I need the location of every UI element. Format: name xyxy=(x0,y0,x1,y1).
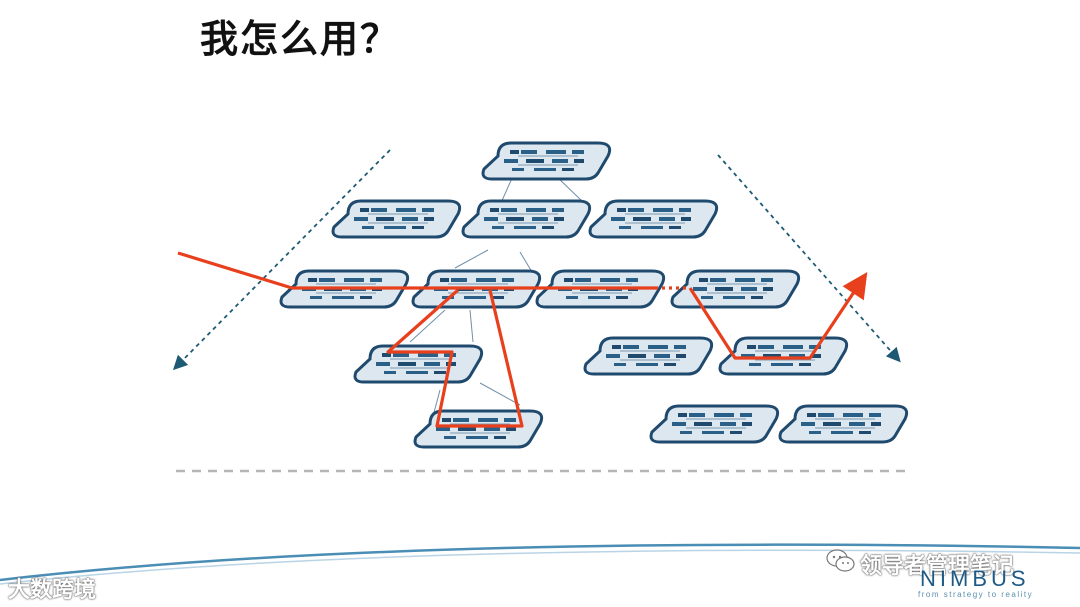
slide-title: 我怎么用？ xyxy=(200,17,401,61)
process-node xyxy=(718,336,849,376)
process-node xyxy=(461,199,592,239)
right-dashed-arrow xyxy=(717,154,901,363)
left-dashed-arrow xyxy=(172,149,391,371)
brand-tagline: from strategy to reality xyxy=(918,590,1034,599)
watermark-left: 大数跨境 xyxy=(8,578,97,603)
process-node xyxy=(583,336,714,376)
process-node xyxy=(778,404,909,444)
process-node xyxy=(649,404,780,444)
wechat-icon xyxy=(826,549,855,572)
process-node xyxy=(413,409,544,449)
footer-swoosh-light xyxy=(0,549,1080,585)
footer-swoosh xyxy=(0,543,1080,582)
process-node xyxy=(481,141,612,181)
brand-logo: NIMBUS xyxy=(920,566,1030,591)
process-path xyxy=(177,251,868,428)
process-node xyxy=(331,199,462,239)
process-node xyxy=(588,199,719,239)
watermark-right: 领导者管理笔记 xyxy=(860,554,1015,579)
